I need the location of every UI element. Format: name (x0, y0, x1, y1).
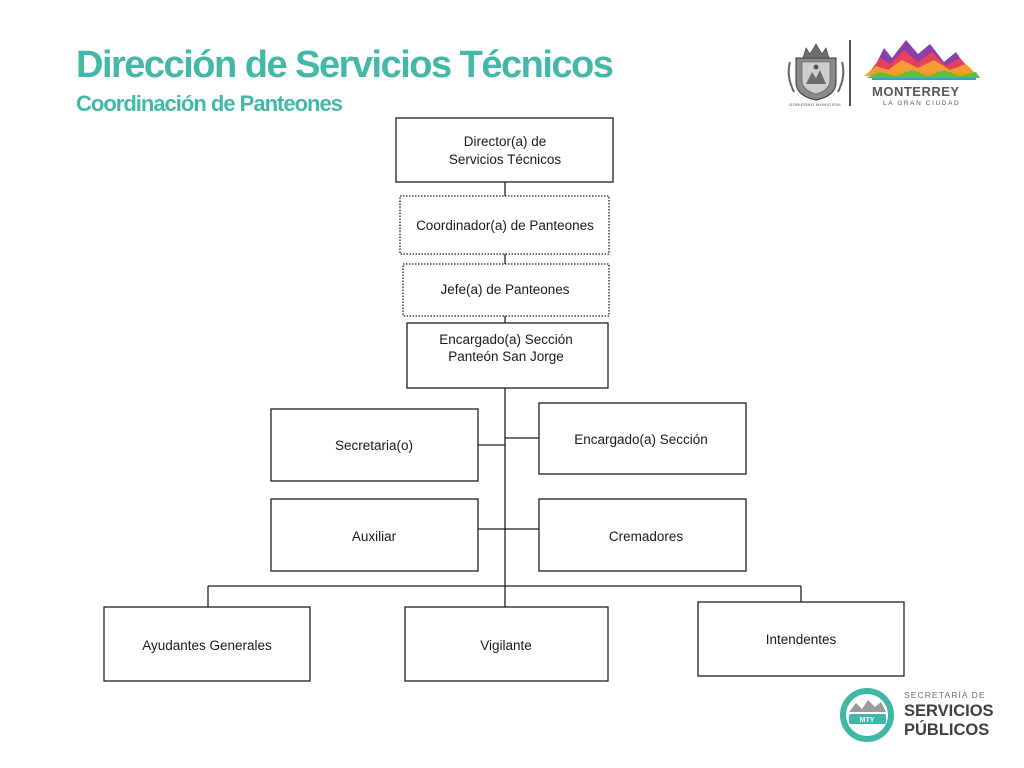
node-label: Servicios Técnicos (449, 152, 562, 167)
coat-of-arms-icon (787, 43, 845, 101)
org-node-coordinador: Coordinador(a) de Panteones (399, 195, 610, 255)
page-subtitle: Coordinación de Panteones (76, 91, 343, 116)
node-label: Auxiliar (352, 529, 397, 544)
servicios-label: SERVICIOS (904, 702, 994, 720)
monterrey-logo: MONTERREY LA GRAN CIUDAD (864, 40, 980, 107)
city-name: MONTERREY (872, 84, 960, 99)
mountains-icon (864, 40, 980, 80)
city-tagline: LA GRAN CIUDAD (883, 100, 960, 107)
node-label: Secretaria(o) (335, 438, 413, 453)
node-label: Ayudantes Generales (142, 638, 272, 653)
org-node-ayudantes: Ayudantes Generales (103, 606, 311, 682)
node-label: Director(a) de (464, 134, 547, 149)
publicos-label: PÚBLICOS (904, 720, 989, 739)
seal-caption: GOBIERNO MUNICIPAL (789, 102, 842, 107)
mty-emblem-icon: MTY (840, 688, 894, 742)
org-node-intendentes: Intendentes (697, 601, 905, 677)
org-node-encargado-seccion: Encargado(a) Sección (538, 402, 747, 475)
node-label: Intendentes (766, 632, 837, 647)
page-title: Dirección de Servicios Técnicos (76, 44, 613, 86)
emblem-text: MTY (860, 717, 875, 724)
node-label: Encargado(a) Sección (574, 432, 708, 447)
org-node-vigilante: Vigilante (404, 606, 609, 682)
org-node-encargado-san-jorge: Encargado(a) Sección Panteón San Jorge (406, 322, 609, 389)
node-label: Jefe(a) de Panteones (440, 282, 569, 297)
secretaria-label: SECRETARÍA DE (904, 690, 986, 700)
org-connectors (207, 182, 802, 607)
org-node-director: Director(a) de Servicios Técnicos (395, 117, 614, 183)
node-label: Panteón San Jorge (448, 349, 564, 364)
node-label: Vigilante (480, 638, 532, 653)
servicios-publicos-logo: MTY SECRETARÍA DE SERVICIOS PÚBLICOS (840, 688, 994, 742)
org-node-secretaria: Secretaria(o) (270, 408, 479, 482)
org-node-auxiliar: Auxiliar (270, 498, 479, 572)
node-label: Encargado(a) Sección (439, 332, 573, 347)
node-label: Coordinador(a) de Panteones (416, 218, 594, 233)
org-node-cremadores: Cremadores (538, 498, 747, 572)
org-node-jefe: Jefe(a) de Panteones (402, 263, 610, 317)
node-label: Cremadores (609, 529, 684, 544)
municipal-seal-logo: GOBIERNO MUNICIPAL (787, 43, 845, 107)
